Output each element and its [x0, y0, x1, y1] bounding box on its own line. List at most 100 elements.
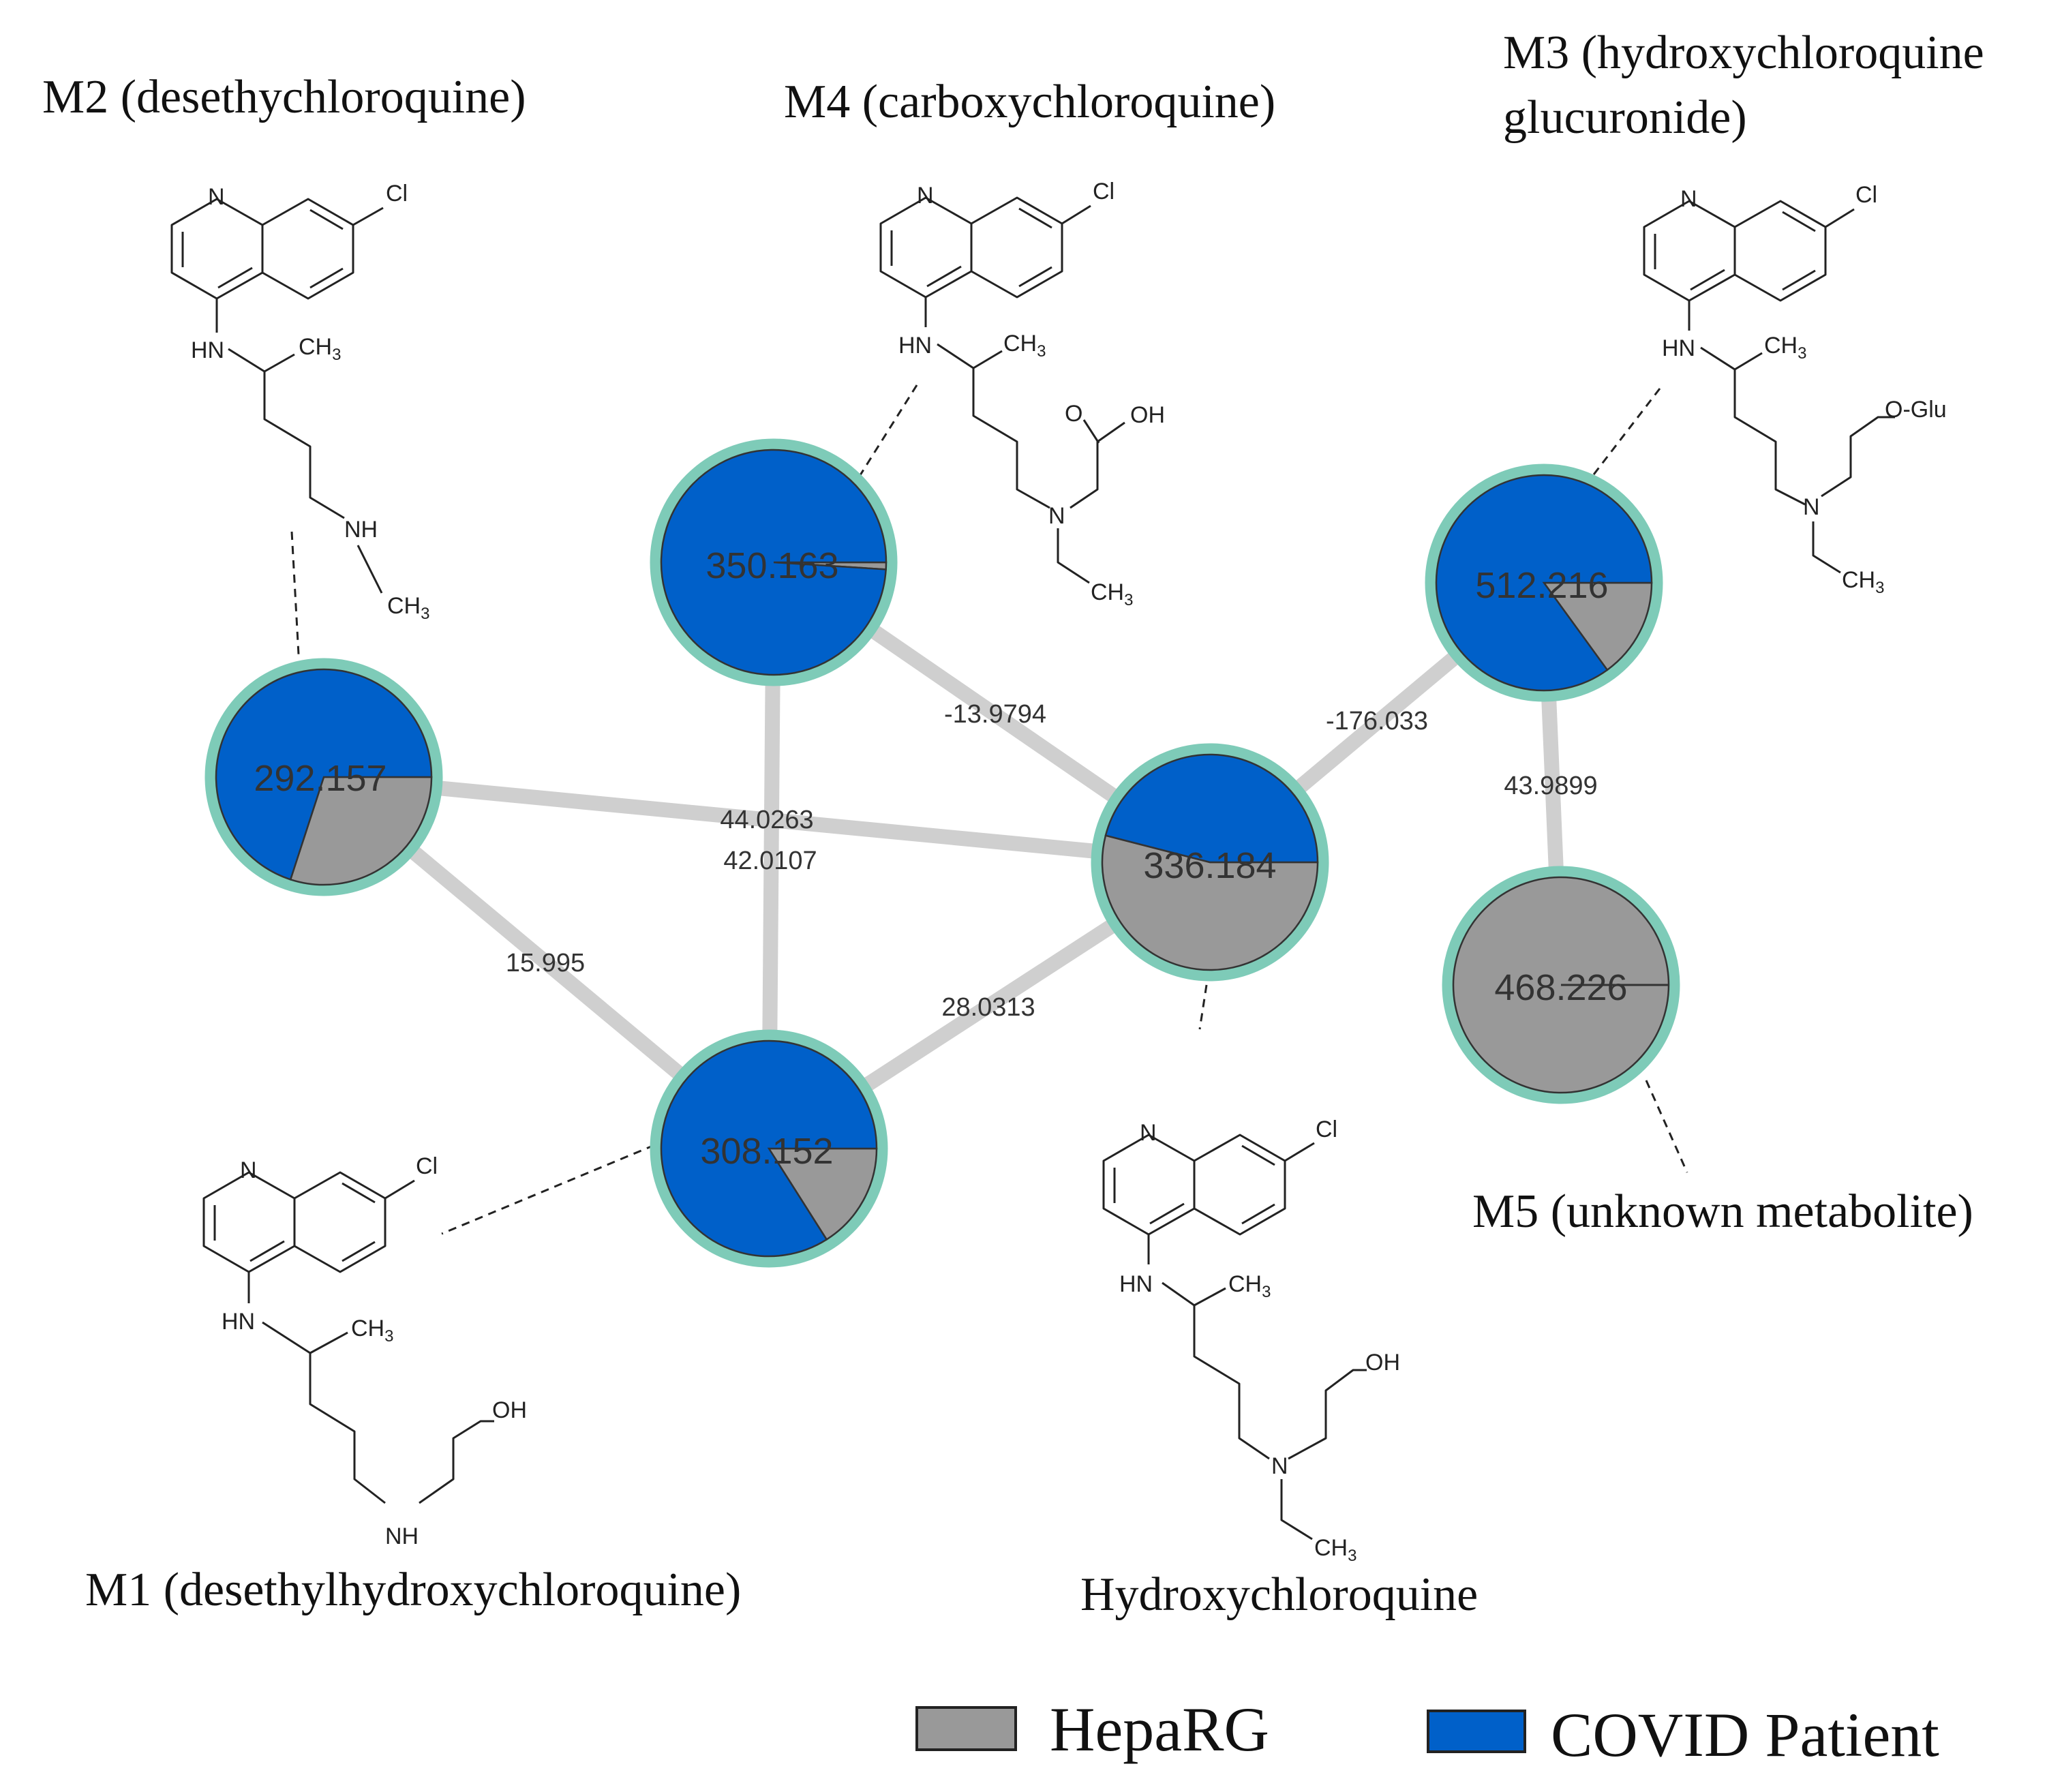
atom-cl: Cl: [1855, 182, 1877, 208]
structure-m3: N Cl HN CH3 O-Glu N CH3: [1643, 182, 1947, 597]
node-mass-label: 308.152: [700, 1131, 833, 1172]
ring-double-bonds: [1654, 211, 1816, 291]
edge-label-m1-hcq: 28.0313: [941, 993, 1035, 1022]
atom-n-amine: N: [1803, 494, 1820, 520]
legend: HepaRG COVID Patient: [915, 1695, 1939, 1770]
structure-m4: N Cl HN CH3 O OH N CH3: [879, 179, 1165, 609]
leader-hcq: [1198, 984, 1208, 1030]
node-ring: [1442, 866, 1680, 1104]
node-m1: 308.152: [650, 1029, 888, 1268]
atom-cl: Cl: [416, 1153, 438, 1179]
atom-o: O: [1065, 401, 1082, 427]
side-chain: [1162, 1281, 1367, 1460]
atom-cl: Cl: [1093, 179, 1115, 204]
atom-n: N: [1680, 186, 1697, 212]
pie-slice-covid: [1104, 753, 1319, 864]
atom-hn: HN: [1662, 335, 1695, 361]
bond-ring-cl: [384, 1179, 415, 1200]
node-m2: 292.157: [204, 658, 443, 896]
bond-ring-cl: [352, 207, 384, 226]
node-pie: [215, 668, 433, 886]
pie-slice-heparg: [1542, 581, 1653, 671]
compound-title-m3-line2: glucuronide): [1503, 91, 1747, 144]
atom-ch3-b: CH3: [1842, 567, 1884, 597]
node-pie: [1101, 753, 1319, 971]
edge-label-m4-m1: 42.0107: [723, 847, 817, 875]
node-pie: [660, 449, 888, 676]
node-pie: [1435, 474, 1653, 692]
edge-label-hcq-m3: -176.033: [1326, 707, 1428, 735]
compound-title-m1: M1 (desethylhydroxychloroquine): [85, 1564, 741, 1616]
node-ring: [204, 658, 443, 896]
atom-nh: NH: [385, 1523, 419, 1549]
atom-ch3-a: CH3: [1003, 331, 1046, 361]
node-ring: [650, 1029, 888, 1268]
side-chain: [937, 343, 1125, 509]
atom-nh: NH: [344, 517, 378, 543]
node-hcq: 336.184: [1091, 743, 1329, 982]
legend-swatch-heparg: [915, 1706, 1017, 1751]
atom-ch3-a: CH3: [299, 334, 341, 364]
pie-slice-heparg: [289, 776, 433, 886]
compound-titles: M2 (desethychloroquine) M4 (carboxychlor…: [42, 27, 1984, 1621]
pie-slice-heparg: [767, 1147, 878, 1241]
side-chain: [262, 1321, 494, 1504]
node-pie: [660, 1039, 878, 1258]
atom-n: N: [240, 1157, 257, 1183]
legend-swatch-covid: [1427, 1710, 1526, 1753]
leader-m1: [441, 1144, 655, 1235]
atom-n-amine: N: [1271, 1453, 1288, 1479]
edge-label-m4-hcq: -13.9794: [944, 700, 1046, 729]
n-ethyl: [1280, 1479, 1313, 1540]
node-mass-label: 350.163: [706, 545, 838, 586]
quinoline-rings: [1102, 1134, 1286, 1236]
atom-ch3-b: CH3: [1091, 579, 1133, 609]
atom-oh: OH: [1130, 402, 1165, 428]
pie-slice-covid: [660, 1039, 878, 1258]
atom-cl: Cl: [1316, 1117, 1337, 1142]
atom-oh: OH: [1365, 1350, 1400, 1376]
compound-title-hcq: Hydroxychloroquine: [1080, 1568, 1478, 1621]
side-chain: [228, 348, 345, 519]
compound-title-m4: M4 (carboxychloroquine): [784, 76, 1275, 128]
leader-m3: [1590, 388, 1661, 478]
leader-lines: [290, 384, 1688, 1235]
atom-ch3-b: CH3: [387, 593, 429, 623]
node-m4: 350.163: [650, 438, 898, 686]
leader-m4: [858, 384, 918, 478]
node-ring: [650, 438, 898, 686]
bond-nh-ch3: [357, 545, 383, 594]
atom-n: N: [1140, 1120, 1157, 1146]
n-ethyl: [1057, 528, 1090, 584]
edge-label-m2-m1: 15.995: [506, 949, 585, 977]
atom-ch3-a: CH3: [1764, 333, 1806, 363]
compound-title-m2: M2 (desethychloroquine): [42, 71, 526, 123]
node-mass-label: 292.157: [254, 758, 386, 799]
node-m3: 512.216: [1425, 464, 1663, 702]
compound-title-m5: M5 (unknown metabolite): [1472, 1185, 1973, 1238]
pie-slice-heparg: [1101, 834, 1319, 971]
structure-m1: N Cl HN CH3 OH NH: [202, 1153, 527, 1549]
side-chain: [1700, 346, 1895, 506]
quinoline-rings: [1643, 200, 1827, 302]
network-edges: [318, 556, 1568, 1155]
ring-double-bonds: [1113, 1144, 1275, 1225]
atom-n-amine: N: [1048, 503, 1065, 529]
structure-hcq: N Cl HN CH3 OH N CH3: [1102, 1117, 1400, 1565]
atom-hn: HN: [898, 333, 932, 359]
atom-ch3-a: CH3: [1228, 1271, 1271, 1301]
quinoline-rings: [170, 198, 354, 300]
atom-cl: Cl: [386, 181, 408, 207]
n-ethyl: [1812, 521, 1841, 574]
node-ring: [1425, 464, 1663, 702]
ring-double-bonds: [213, 1182, 376, 1262]
pie-slice-covid: [660, 449, 888, 676]
atom-hn: HN: [191, 337, 224, 363]
bond-ring-cl: [1061, 204, 1091, 225]
structure-m2: N Cl HN CH3 NH CH3: [170, 181, 429, 623]
node-pie: [1452, 876, 1670, 1094]
atom-ch3-b: CH3: [1314, 1535, 1356, 1565]
quinoline-rings: [202, 1171, 386, 1273]
atom-oh: OH: [492, 1397, 527, 1423]
node-mass-label: 512.216: [1475, 565, 1608, 606]
